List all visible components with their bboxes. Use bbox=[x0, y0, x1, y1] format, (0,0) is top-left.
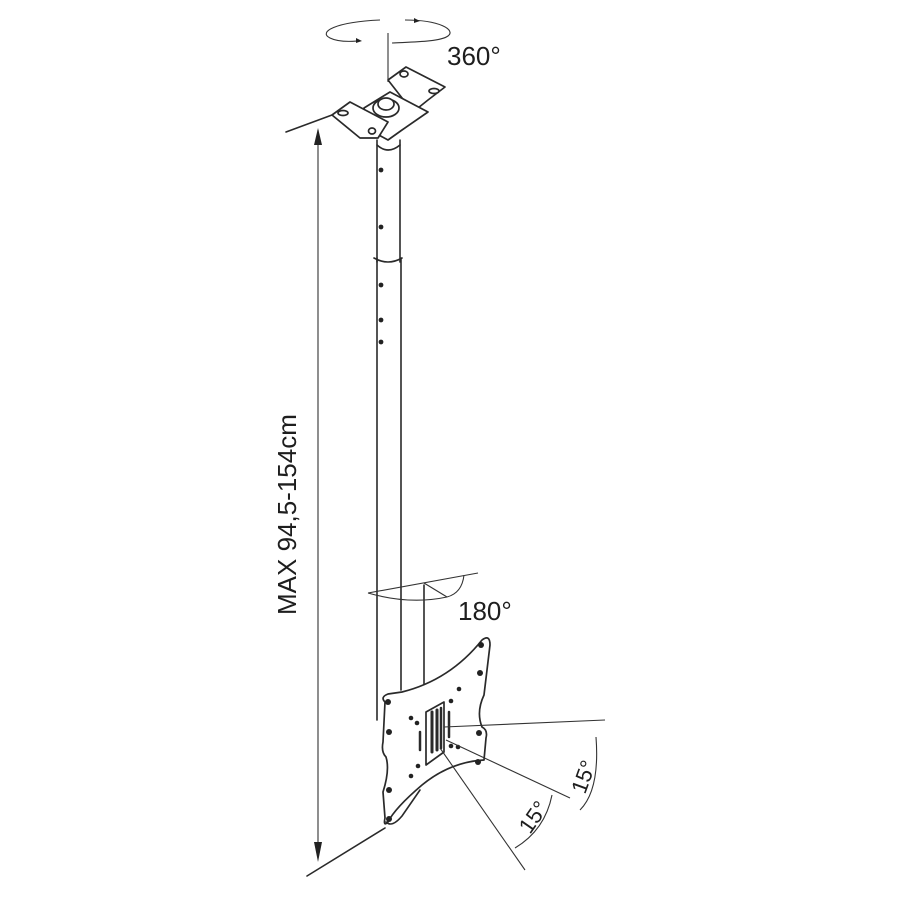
tilt-up-label: 15° bbox=[566, 757, 601, 797]
height-dimension: MAX 94,5-154cm bbox=[272, 114, 386, 877]
rotation-360-indicator: 360° bbox=[325, 18, 501, 82]
upper-pole bbox=[373, 139, 403, 263]
bracket-bottom bbox=[385, 789, 421, 825]
swivel-180-indicator: 180° bbox=[367, 572, 512, 626]
rotation-360-label: 360° bbox=[447, 41, 501, 71]
tilt-down-label: 15° bbox=[514, 796, 554, 838]
ceiling-bracket bbox=[331, 66, 446, 141]
swivel-180-label: 180° bbox=[458, 596, 512, 626]
vesa-plate bbox=[381, 637, 491, 825]
lower-pole bbox=[376, 257, 425, 721]
height-range-label: MAX 94,5-154cm bbox=[272, 414, 302, 615]
